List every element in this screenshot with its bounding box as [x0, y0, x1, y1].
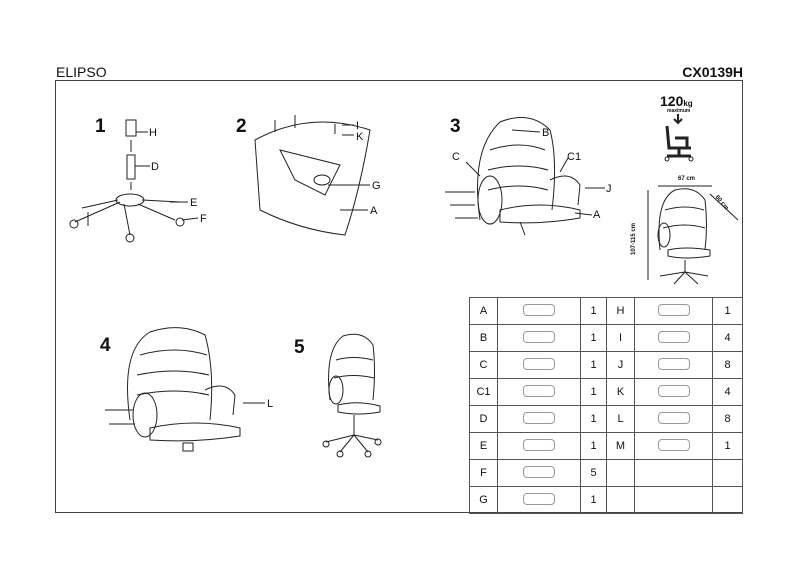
- part-letter: A: [469, 297, 498, 325]
- part-image: [497, 459, 581, 487]
- part-letter: C: [469, 351, 498, 379]
- callout-E: E: [190, 197, 197, 209]
- callout-C: C: [452, 151, 460, 163]
- part-letter-2: J: [606, 351, 635, 379]
- step-2-number: 2: [236, 116, 247, 137]
- part-quantity-2: 8: [712, 351, 743, 379]
- callout-B: B: [542, 127, 549, 139]
- part-letter-2: [606, 486, 635, 514]
- part-letter: C1: [469, 378, 498, 406]
- step-3-backrest-drawing: B C C1 J A: [445, 117, 612, 236]
- weight-chair-icon: [664, 114, 694, 162]
- step-1-base-drawing: H D E F: [69, 119, 207, 243]
- part-image-2: [634, 351, 713, 379]
- callout-L: L: [267, 398, 273, 410]
- part-image-2: [634, 324, 713, 352]
- part-image: [497, 486, 581, 514]
- part-image-2: [634, 405, 713, 433]
- callout-A: A: [370, 205, 378, 217]
- part-image-2: [634, 378, 713, 406]
- part-quantity-2: [712, 486, 743, 514]
- part-quantity-2: 4: [712, 378, 743, 406]
- callout-H: H: [149, 127, 157, 139]
- part-image: [497, 432, 581, 460]
- part-letter: F: [469, 459, 498, 487]
- step-4-number: 4: [100, 335, 111, 356]
- part-quantity: 1: [580, 351, 607, 379]
- part-letter: D: [469, 405, 498, 433]
- parts-row: F 5: [469, 459, 743, 487]
- part-quantity-2: 1: [712, 297, 743, 325]
- part-image: [497, 405, 581, 433]
- callout-J: J: [606, 183, 612, 195]
- part-letter-2: K: [606, 378, 635, 406]
- max-load-caption: maximum: [667, 108, 691, 114]
- parts-row: G 1: [469, 486, 743, 514]
- step-5-complete-chair-drawing: [322, 333, 382, 458]
- part-image-2: [634, 297, 713, 325]
- parts-row: C 1 J 8: [469, 351, 743, 379]
- callout-I: I: [356, 120, 359, 132]
- parts-row: C1 1 K 4: [469, 378, 743, 406]
- parts-row: A 1 H 1: [469, 297, 743, 325]
- part-quantity-2: 4: [712, 324, 743, 352]
- part-image-2: [634, 432, 713, 460]
- product-code: CX0139H: [682, 64, 743, 80]
- part-quantity: 1: [580, 405, 607, 433]
- callout-F: F: [200, 213, 207, 225]
- part-letter-2: H: [606, 297, 635, 325]
- part-image: [497, 378, 581, 406]
- part-letter: B: [469, 324, 498, 352]
- part-quantity: 1: [580, 378, 607, 406]
- step-4-armrest-drawing: L: [105, 327, 273, 452]
- part-letter-2: I: [606, 324, 635, 352]
- step-1-number: 1: [95, 116, 106, 137]
- parts-row: B 1 I 4: [469, 324, 743, 352]
- dimension-chair-drawing: [647, 185, 739, 285]
- callout-G: G: [372, 180, 381, 192]
- part-quantity: 1: [580, 324, 607, 352]
- max-load-label: 120kg: [660, 93, 693, 109]
- callout-C1: C1: [567, 151, 581, 163]
- part-letter-2: [606, 459, 635, 487]
- part-quantity: 1: [580, 486, 607, 514]
- part-image-2: [634, 459, 713, 487]
- part-letter: E: [469, 432, 498, 460]
- callout-K: K: [356, 131, 364, 143]
- step-5-number: 5: [294, 337, 305, 358]
- callout-D: D: [151, 161, 159, 173]
- parts-row: E 1 M 1: [469, 432, 743, 460]
- parts-row: D 1 L 8: [469, 405, 743, 433]
- part-letter-2: M: [606, 432, 635, 460]
- part-quantity: 5: [580, 459, 607, 487]
- callout-A-3: A: [593, 209, 601, 221]
- step-2-seat-drawing: I K G A: [254, 115, 381, 236]
- step-3-number: 3: [450, 116, 461, 137]
- part-quantity-2: 1: [712, 432, 743, 460]
- part-image-2: [634, 486, 713, 514]
- part-letter-2: L: [606, 405, 635, 433]
- part-letter: G: [469, 486, 498, 514]
- part-image: [497, 351, 581, 379]
- part-quantity-2: [712, 459, 743, 487]
- width-dimension: 67 cm: [678, 176, 696, 182]
- part-quantity-2: 8: [712, 405, 743, 433]
- part-image: [497, 297, 581, 325]
- instruction-frame: [55, 80, 743, 513]
- brand-name: ELIPSO: [56, 64, 107, 80]
- part-quantity: 1: [580, 297, 607, 325]
- height-dimension: 107-115 cm: [631, 222, 638, 256]
- part-quantity: 1: [580, 432, 607, 460]
- part-image: [497, 324, 581, 352]
